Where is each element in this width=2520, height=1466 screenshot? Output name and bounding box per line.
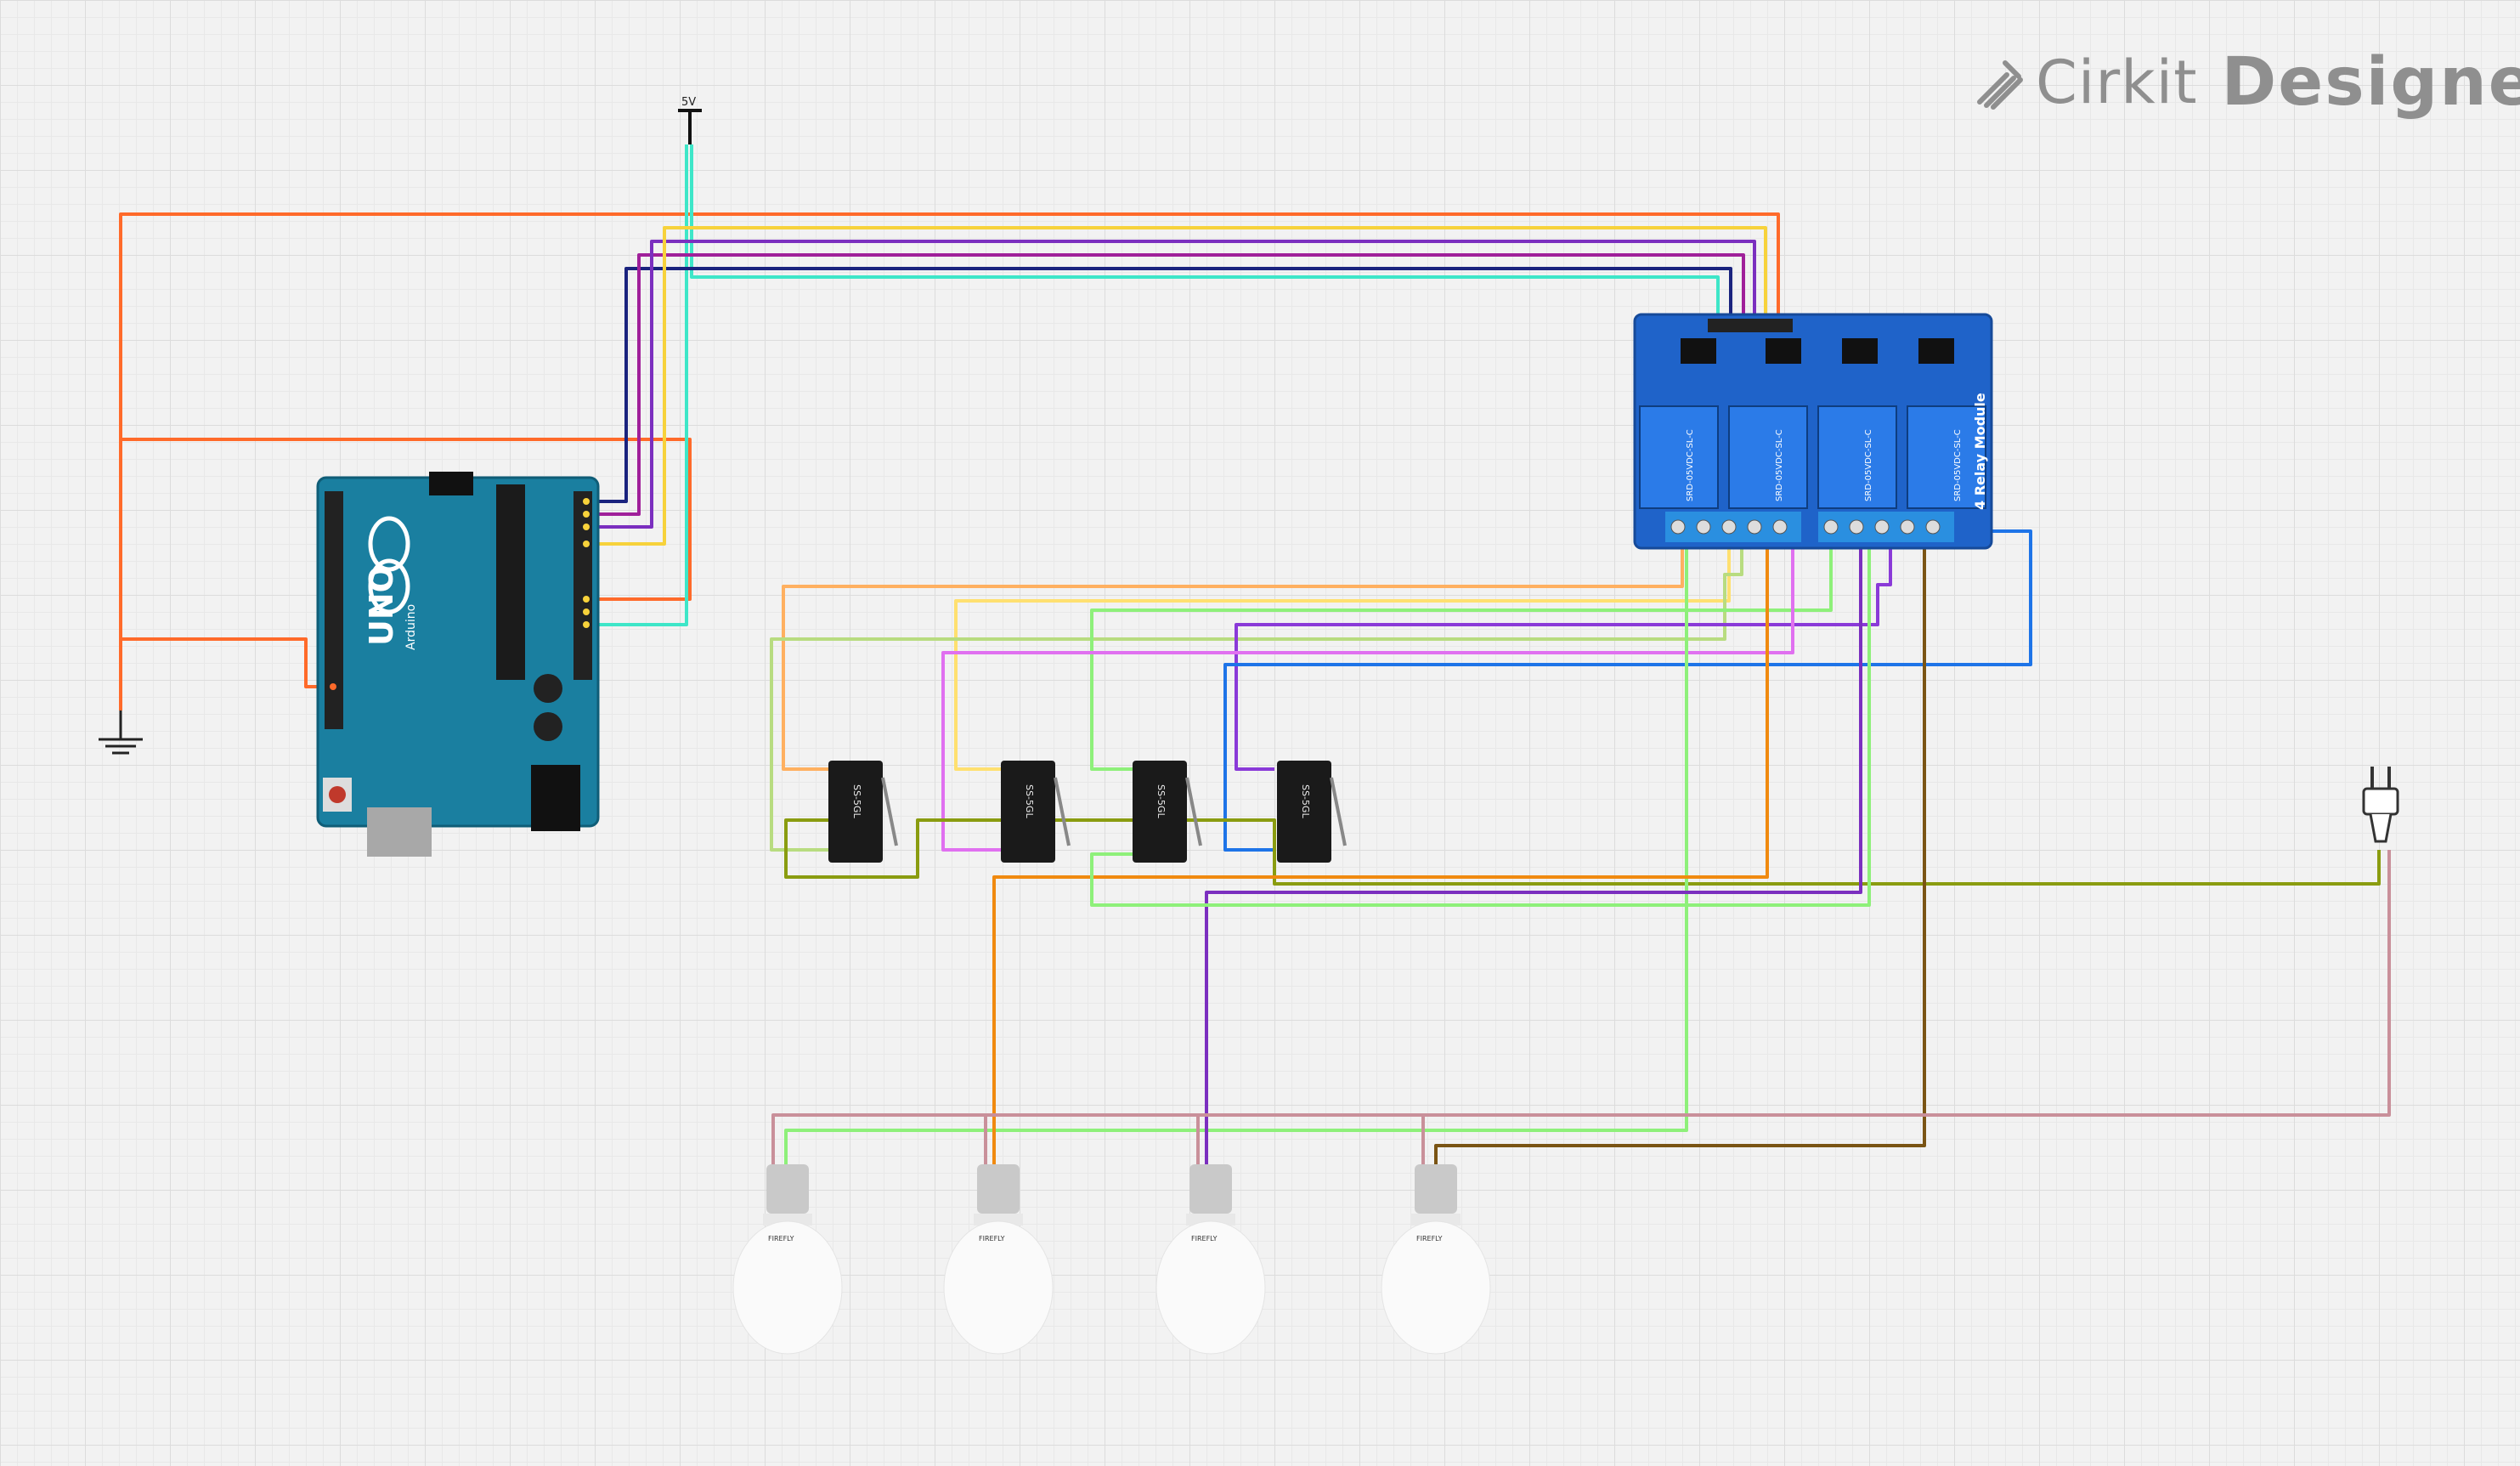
ground-symbol[interactable] (99, 710, 143, 755)
wire-bulb3b (1090, 531, 1871, 907)
relay-part-3: SRD-05VDC-SL-C (1864, 429, 1873, 501)
arduino-model-label: UNO (363, 565, 400, 646)
wire-sw1-nc (782, 531, 1684, 771)
wire-in4 (586, 226, 1767, 546)
relay-input-header (1708, 319, 1793, 332)
light-bulb-3[interactable]: FIREFLY (1155, 1164, 1266, 1355)
wire-sw3-nc (1090, 531, 1833, 771)
wire-sw2-nc (941, 531, 1794, 852)
arduino-uno[interactable]: UNO Arduino (316, 472, 600, 857)
bulb-brand-2: FIREFLY (979, 1235, 1005, 1242)
arduino-brand-label: Arduino (404, 604, 418, 650)
limit-switch-2[interactable]: SS-5GL (1001, 761, 1071, 863)
switch-part-3: SS-5GL (1155, 784, 1167, 818)
arduino-logo: UNO Arduino (363, 565, 418, 650)
wire-sw1-no (954, 531, 1731, 771)
brand-prefix: Cirkit (2036, 48, 2198, 117)
wire-gnd-arduino (121, 637, 333, 688)
power-source-5v[interactable]: 5V (678, 96, 702, 144)
wire-sw4-nc (1235, 531, 1892, 771)
limit-switch-3[interactable]: SS-5GL (1133, 761, 1202, 863)
usb-port (367, 807, 432, 857)
bulb-brand-4: FIREFLY (1416, 1235, 1443, 1242)
switch-part-2: SS-5GL (1024, 784, 1035, 818)
relay-title: 4 Relay Module (1972, 393, 1988, 510)
light-bulb-2[interactable]: FIREFLY (943, 1164, 1054, 1355)
reset-button[interactable] (329, 786, 346, 803)
wire-in3 (586, 240, 1756, 529)
wire-gnd-mid (121, 438, 692, 601)
wire-bulb4 (1434, 531, 1926, 1164)
wire-bulb2 (992, 531, 1769, 1164)
wires (119, 144, 2391, 1164)
wire-bulb1 (784, 531, 1688, 1164)
ac-plug[interactable] (2362, 767, 2399, 843)
bulb-brand-3: FIREFLY (1191, 1235, 1218, 1242)
relay-module[interactable]: SRD-05VDC-SL-C SRD-05VDC-SL-C SRD-05VDC-… (1633, 313, 1993, 550)
light-bulbs: FIREFLY FIREFLY FIREFLY FIREFLY (732, 1164, 1491, 1355)
limit-switch-4[interactable]: SS-5GL (1277, 761, 1347, 863)
relay-part-1: SRD-05VDC-SL-C (1686, 429, 1695, 501)
cirkit-designer-logo: Cirkit Designer (1971, 44, 2520, 121)
bulb-brand-1: FIREFLY (768, 1235, 794, 1242)
wire-5v-relay (690, 144, 1720, 327)
cirkit-logo-icon (1977, 60, 2023, 110)
wire-gnd-top (119, 212, 1780, 710)
vcc-label: 5V (681, 96, 696, 109)
light-bulb-4[interactable]: FIREFLY (1381, 1164, 1491, 1355)
relay-3 (1817, 405, 1897, 509)
relay-4 (1907, 405, 1986, 509)
barrel-jack (531, 765, 580, 831)
wire-sw2-no (770, 531, 1743, 852)
wire-bulb3 (1205, 531, 1862, 1164)
relay-part-2: SRD-05VDC-SL-C (1775, 429, 1784, 501)
relay-1 (1639, 405, 1719, 509)
relay-2 (1728, 405, 1808, 509)
switch-part-1: SS-5GL (851, 784, 862, 818)
limit-switches: SS-5GL SS-5GL SS-5GL SS-5GL (828, 761, 1347, 863)
brand-suffix: Designer (2221, 44, 2520, 121)
wire-in2 (586, 253, 1745, 516)
wire-sw4-no (1223, 529, 2032, 852)
wire-5v (586, 144, 688, 626)
relay-part-4: SRD-05VDC-SL-C (1953, 429, 1963, 501)
wire-in1 (586, 267, 1732, 503)
limit-switch-1[interactable]: SS-5GL (828, 761, 898, 863)
wire-neutral (771, 850, 2391, 1164)
light-bulb-1[interactable]: FIREFLY (732, 1164, 843, 1355)
switch-part-4: SS-5GL (1300, 784, 1311, 818)
